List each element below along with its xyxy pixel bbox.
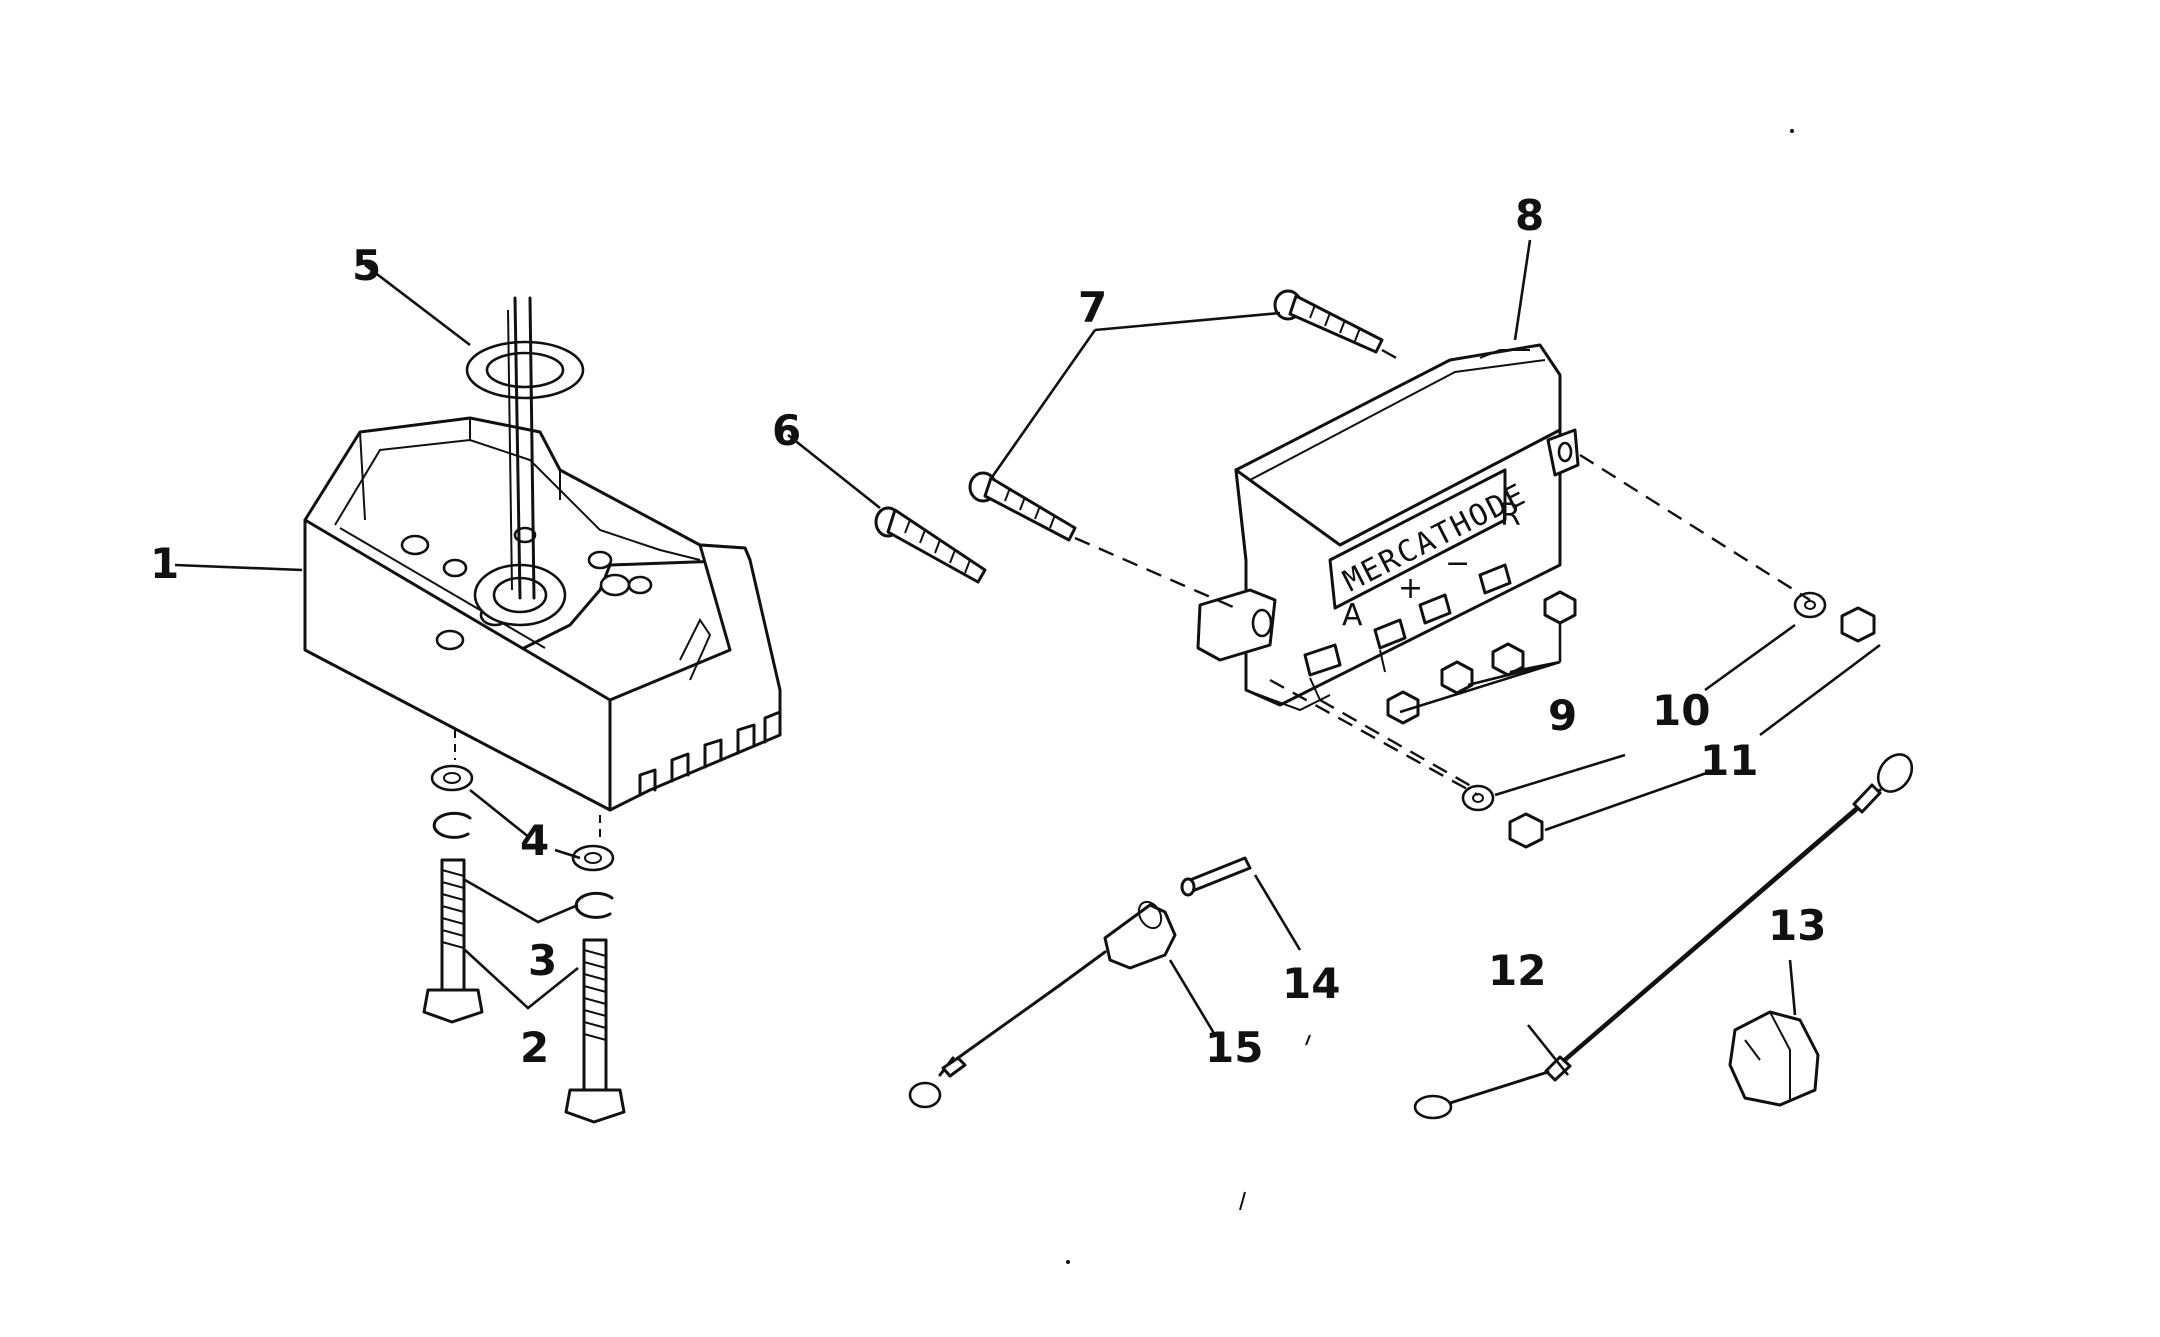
part-14-pin (1180, 856, 1252, 897)
bolt-right (564, 938, 626, 1124)
callout-8: 8 (1515, 191, 1544, 240)
terminal-label-r: R (1500, 498, 1521, 533)
part-8-mercathode-regulator: MERCATHODE A + − R (1196, 343, 1580, 712)
part-15-sensor-lead (908, 900, 1177, 1109)
part-11-nuts (1508, 606, 1876, 849)
part-5-grommet-with-wires (465, 296, 585, 600)
callout-4: 4 (520, 816, 549, 865)
part-10-washers (1461, 591, 1827, 812)
terminal-label-plus: + (1398, 571, 1423, 606)
callout-5: 5 (352, 241, 381, 290)
terminal-label-a: A (1342, 598, 1363, 633)
callout-13: 13 (1768, 901, 1826, 950)
callout-7: 7 (1078, 283, 1107, 332)
callout-12: 12 (1488, 946, 1546, 995)
callout-9: 9 (1548, 691, 1577, 740)
screw-lower (968, 471, 1077, 542)
part-4-flat-washers (430, 764, 615, 872)
callout-10: 10 (1652, 686, 1710, 735)
cooling-fins (638, 710, 782, 797)
part-2-bolts (422, 858, 626, 1124)
terminal-studs (1303, 563, 1512, 701)
callout-2: 2 (520, 1023, 549, 1072)
callout-1: 1 (150, 539, 179, 588)
callout-6: 6 (772, 406, 801, 455)
leader-lines (174, 239, 1881, 1076)
part-9-nuts (1386, 590, 1577, 725)
bolt-left (422, 858, 484, 1024)
callout-numbers: 1 2 3 4 5 6 7 8 9 10 11 12 13 14 15 (150, 191, 1826, 1072)
terminal-label-minus: − (1445, 546, 1470, 581)
alignment-lines (1074, 348, 1811, 797)
part-12-ground-strap (1413, 753, 1914, 1120)
callout-11: 11 (1700, 736, 1758, 785)
part-13-cap (1728, 1010, 1820, 1107)
callout-15: 15 (1205, 1023, 1263, 1072)
callout-3: 3 (528, 936, 557, 985)
part-7-screws (968, 289, 1384, 542)
part-6-screw (874, 506, 987, 584)
scan-specks (1066, 129, 1794, 1264)
screw-upper (1273, 289, 1384, 354)
part-1-finned-bracket (303, 416, 782, 840)
callout-14: 14 (1282, 959, 1340, 1008)
